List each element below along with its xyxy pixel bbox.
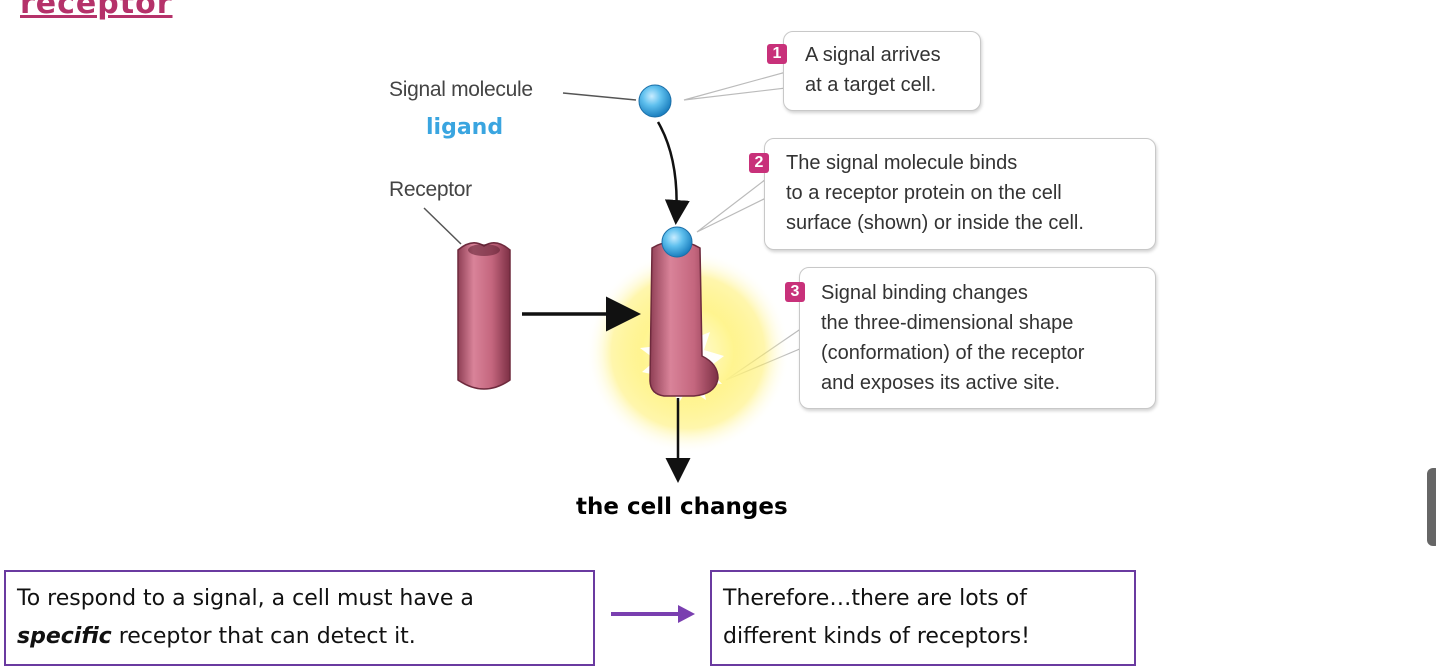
- step-2-badge: 2: [749, 153, 769, 173]
- signal-molecule-leader: [562, 92, 637, 101]
- ligand-label: ligand: [426, 115, 504, 140]
- specific-receptor-note: To respond to a signal, a cell must have…: [4, 570, 595, 666]
- cell-changes-label: the cell changes: [576, 494, 788, 520]
- many-receptors-note: Therefore…there are lots of different ki…: [710, 570, 1136, 666]
- inactive-receptor: [457, 242, 511, 390]
- binding-arrow: [656, 121, 690, 225]
- step-2-text: The signal molecule binds to a receptor …: [786, 152, 1084, 234]
- receptor-leader: [423, 207, 462, 245]
- step-2-callout: 2 The signal molecule binds to a recepto…: [749, 138, 1156, 250]
- therefore-arrowhead: [678, 605, 695, 623]
- bound-signal-molecule: [661, 226, 693, 258]
- step-3-badge: 3: [785, 282, 805, 302]
- step-1-text: A signal arrives at a target cell.: [805, 44, 941, 96]
- note-right-line-2: different kinds of receptors!: [723, 624, 1030, 649]
- signal-molecule-label: Signal molecule: [389, 78, 533, 101]
- slide-heading: receptor: [20, 0, 173, 21]
- receptor-label: Receptor: [389, 178, 472, 201]
- note-left-emphasis: specific: [17, 624, 112, 649]
- note-left-text-1: To respond to a signal, a cell must have…: [17, 586, 474, 611]
- note-right-line-1: Therefore…there are lots of: [723, 586, 1027, 611]
- callout-2-tail: [696, 174, 771, 233]
- step-3-callout: 3 Signal binding changes the three-dimen…: [785, 267, 1156, 409]
- callout-1-tail: [683, 71, 787, 101]
- note-left-text-2: receptor that can detect it.: [111, 624, 416, 649]
- receptor-binding-pocket: [468, 244, 500, 256]
- step-1-callout: 1 A signal arrives at a target cell.: [767, 31, 981, 111]
- scrollbar-thumb[interactable]: [1427, 468, 1436, 546]
- step-3-text: Signal binding changes the three-dimensi…: [821, 282, 1085, 394]
- step-1-badge: 1: [767, 44, 787, 64]
- signal-molecule: [638, 84, 672, 118]
